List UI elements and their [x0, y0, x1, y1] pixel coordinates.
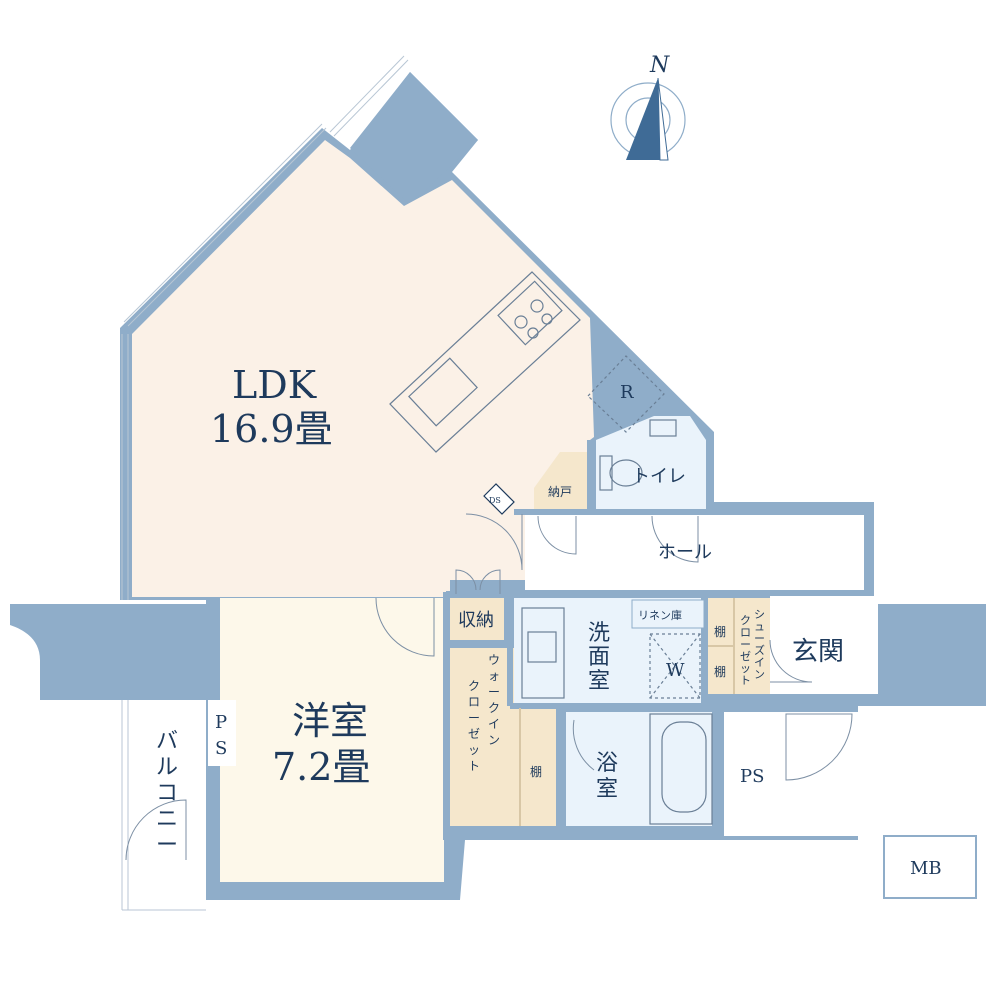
balcony-char: コ: [156, 781, 178, 806]
ldk-window-sash: [121, 55, 409, 911]
nando-label: 納戸: [548, 485, 572, 499]
walkin-char: ウ: [488, 653, 500, 667]
shoe-char: ー: [740, 638, 751, 651]
washer-label: W: [666, 660, 685, 681]
shoe-char: ッ: [740, 662, 751, 675]
ldk-size: 16.9畳: [210, 407, 333, 451]
ldk-name: LDK: [232, 363, 317, 407]
kitchen-sink: [408, 357, 478, 427]
bathtub: [649, 713, 713, 825]
compass: N: [610, 53, 686, 161]
wash-basin: [521, 607, 565, 699]
balcony-char: ル: [156, 755, 178, 780]
bath-label: 浴 室: [596, 751, 618, 802]
washroom-char: 洗: [588, 621, 610, 646]
bath-char: 浴: [596, 751, 618, 776]
ps-small-label-p: P: [215, 712, 227, 733]
shoe-char: ロ: [740, 626, 751, 639]
ds-label: DS: [489, 496, 501, 505]
shoe-shelf-label-bottom: 棚: [714, 664, 726, 679]
linen-closet: [631, 599, 705, 629]
bedroom-floor: [220, 598, 444, 882]
compass-needle-light: [657, 77, 669, 161]
entrance-floor: [770, 596, 878, 694]
bedroom-name: 洋室: [292, 699, 368, 743]
walkin-char: ォ: [488, 669, 500, 683]
ps-small-floor: [208, 700, 236, 766]
shoe-char: ト: [740, 674, 751, 687]
toilet-floor: [596, 416, 706, 510]
shoe-char: ゼ: [740, 650, 751, 663]
shoe-char: ン: [754, 668, 765, 681]
shoe-char: シ: [754, 608, 765, 621]
fridge-label: R: [620, 382, 634, 403]
shoe-closet-label: シ ュ ー ズ イ ン ク ロ ー ゼ ッ ト: [740, 608, 765, 687]
washer-space: [649, 633, 701, 699]
nando-floor: [534, 452, 590, 512]
walkin-char: ク: [468, 679, 480, 693]
linen-label: リネン庫: [638, 608, 682, 622]
ps-floor: [724, 712, 780, 836]
walkin-char: ー: [468, 711, 480, 725]
bath-char: 室: [596, 777, 618, 802]
ds-box: DS: [483, 483, 515, 515]
washroom-char: 面: [588, 645, 610, 670]
walkin-char: ッ: [468, 743, 480, 757]
walkin-char: イ: [488, 717, 500, 731]
doors: [125, 513, 853, 861]
left-column-wall: [10, 604, 238, 700]
mb-floor: [883, 835, 977, 899]
bedroom-size: 7.2畳: [272, 745, 370, 789]
walkin-char: ロ: [468, 695, 480, 709]
fridge: R: [587, 355, 665, 433]
ldk-floor: [132, 140, 594, 597]
top-column-wall: [350, 72, 478, 205]
walkin-shelf-label: 棚: [530, 764, 542, 779]
mb-label: MB: [910, 858, 942, 879]
balcony-char: バ: [156, 729, 178, 754]
ps-label: PS: [740, 766, 764, 787]
storage-floor: [450, 598, 504, 640]
compass-north-label: N: [649, 53, 670, 78]
kitchen-counter: [389, 271, 581, 453]
shoe-shelf-label-top: 棚: [714, 624, 726, 639]
ps-floor-2: [780, 712, 858, 836]
walkin-char: ト: [468, 759, 480, 773]
shoe-char: ュ: [754, 620, 765, 633]
shoe-char: イ: [754, 656, 765, 669]
toilet-fixture: [599, 419, 677, 491]
balcony-label: バ ル コ ニ ー: [156, 729, 178, 858]
washroom-char: 室: [588, 669, 610, 694]
balcony-char: ニ: [156, 807, 178, 832]
ps-small-label-s: S: [215, 738, 227, 759]
toilet-label: トイレ: [632, 466, 686, 487]
shoe-char: ク: [740, 614, 751, 627]
bath-floor: [566, 712, 712, 826]
balcony-floor: [122, 700, 206, 910]
shoe-char: ー: [754, 632, 765, 645]
hall-label: ホール: [658, 542, 712, 563]
walkin-char: ゼ: [468, 727, 480, 741]
walkin-char: ー: [488, 685, 500, 699]
walkin-char: ン: [488, 733, 500, 747]
hall-floor: [525, 514, 864, 590]
compass-needle-dark: [626, 78, 660, 160]
storage-label: 収納: [458, 610, 494, 631]
shoe-char: ズ: [754, 643, 765, 657]
right-column-wall: [880, 604, 986, 706]
walkin-char: ク: [488, 701, 500, 715]
walkin-closet-label: ウ ォ ー ク イ ン ク ロ ー ゼ ッ ト: [468, 653, 500, 773]
balcony-char: ー: [156, 833, 178, 858]
stove-burners: [497, 280, 563, 346]
entrance-label: 玄関: [792, 637, 844, 667]
washroom-label: 洗 面 室: [588, 621, 610, 694]
